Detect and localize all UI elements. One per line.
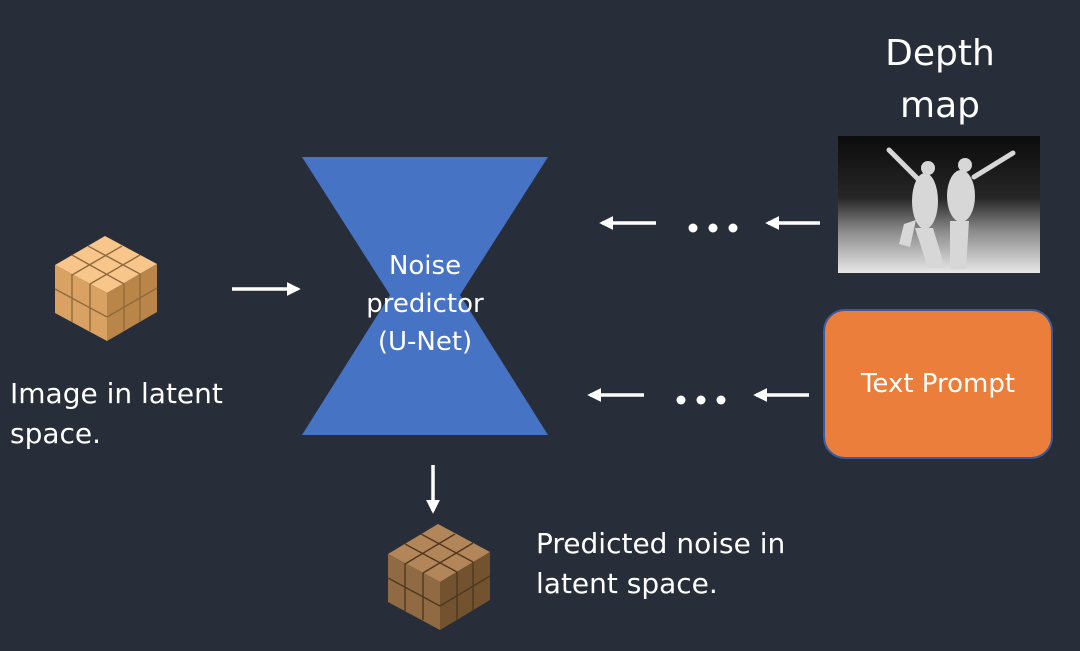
unet-shape (302, 157, 548, 435)
unet-label: Noise predictor (U-Net) (338, 247, 512, 361)
input-image-label: Image in latent space. (10, 374, 223, 454)
input-image-label-line-1: Image in latent (10, 377, 223, 410)
output-noise-label-line-2: latent space. (536, 567, 718, 600)
input-cube-icon (54, 236, 158, 341)
output-noise-label: Predicted noise in latent space. (536, 524, 785, 604)
unet-label-line-1: Noise (388, 251, 462, 281)
prompt-ellipsis-icon (676, 395, 726, 405)
unet-label-line-3: (U-Net) (377, 327, 473, 357)
text-prompt-box: Text Prompt (823, 309, 1053, 459)
depth-ellipsis-icon (688, 223, 738, 233)
output-noise-label-line-1: Predicted noise in (536, 527, 786, 560)
unet-label-line-2: predictor (366, 289, 484, 319)
depth-map-title-line-1: Depth (885, 33, 995, 74)
text-prompt-label: Text Prompt (860, 369, 1016, 399)
output-cube-icon (387, 524, 491, 630)
depth-map-image (838, 136, 1040, 273)
depth-map-title-line-2: map (900, 85, 980, 126)
depth-map-title: Depth map (855, 28, 1025, 132)
input-image-label-line-2: space. (10, 417, 102, 450)
